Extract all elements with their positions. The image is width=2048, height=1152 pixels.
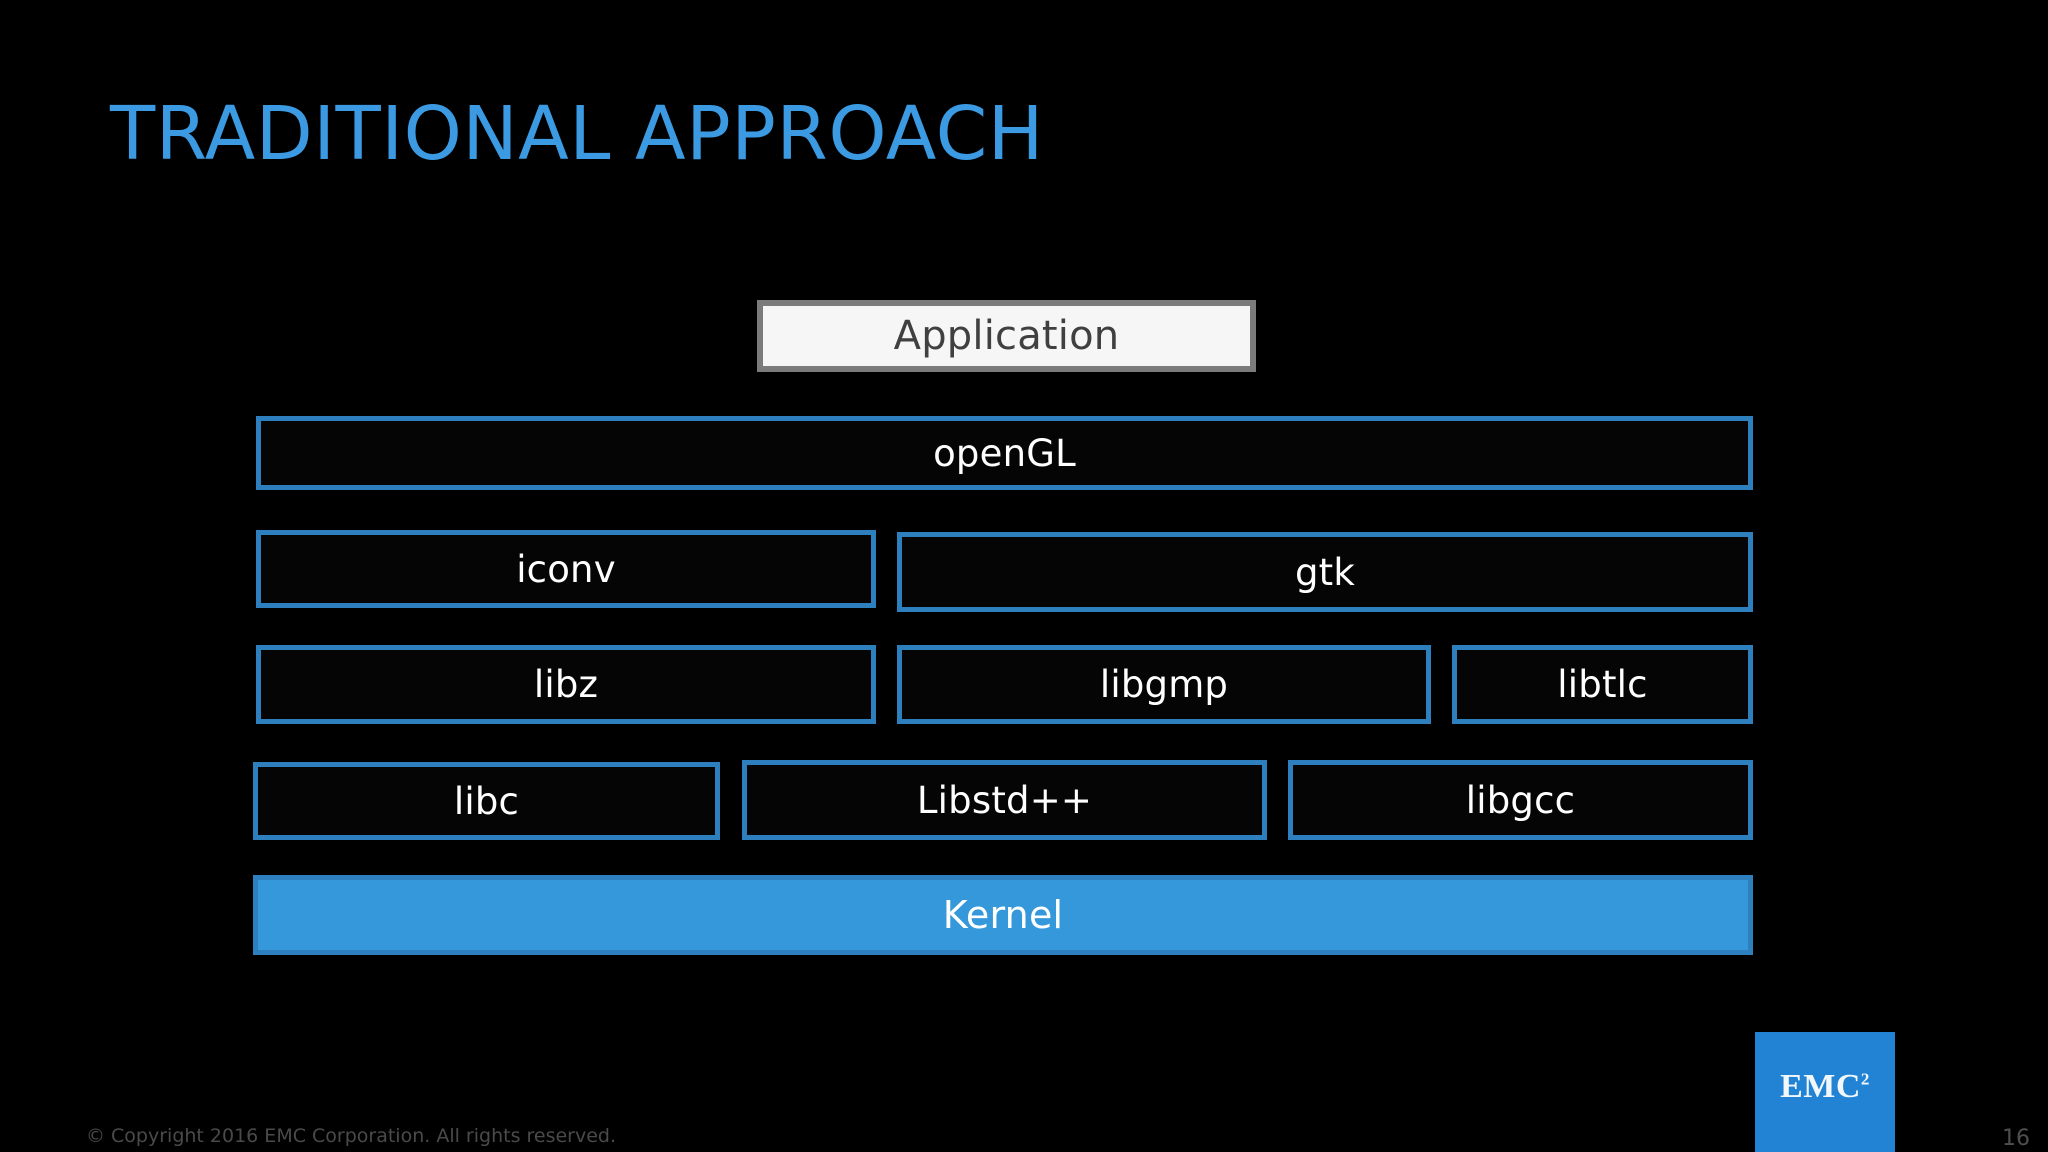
stack-box-libgmp: libgmp — [897, 645, 1431, 724]
stack-box-kernel: Kernel — [253, 875, 1753, 955]
stack-box-gtk: gtk — [897, 532, 1753, 612]
copyright-notice: © Copyright 2016 EMC Corporation. All ri… — [86, 1125, 617, 1147]
page-title: TRADITIONAL APPROACH — [110, 90, 1044, 177]
emc-logo: EMC2 — [1755, 1032, 1895, 1152]
page-number: 16 — [2002, 1126, 2030, 1151]
stack-box-libtlc: libtlc — [1452, 645, 1753, 724]
emc-logo-superscript: 2 — [1860, 1069, 1870, 1089]
stack-box-libc: libc — [253, 762, 720, 840]
emc-logo-text: EMC2 — [1755, 1068, 1895, 1106]
stack-box-libgcc: libgcc — [1288, 760, 1753, 840]
stack-box-opengl: openGL — [256, 416, 1753, 490]
stack-box-application: Application — [757, 300, 1256, 372]
stack-box-iconv: iconv — [256, 530, 876, 608]
stack-box-libz: libz — [256, 645, 876, 724]
emc-logo-wordmark: EMC — [1780, 1068, 1861, 1105]
stack-box-libstdpp: Libstd++ — [742, 760, 1267, 840]
